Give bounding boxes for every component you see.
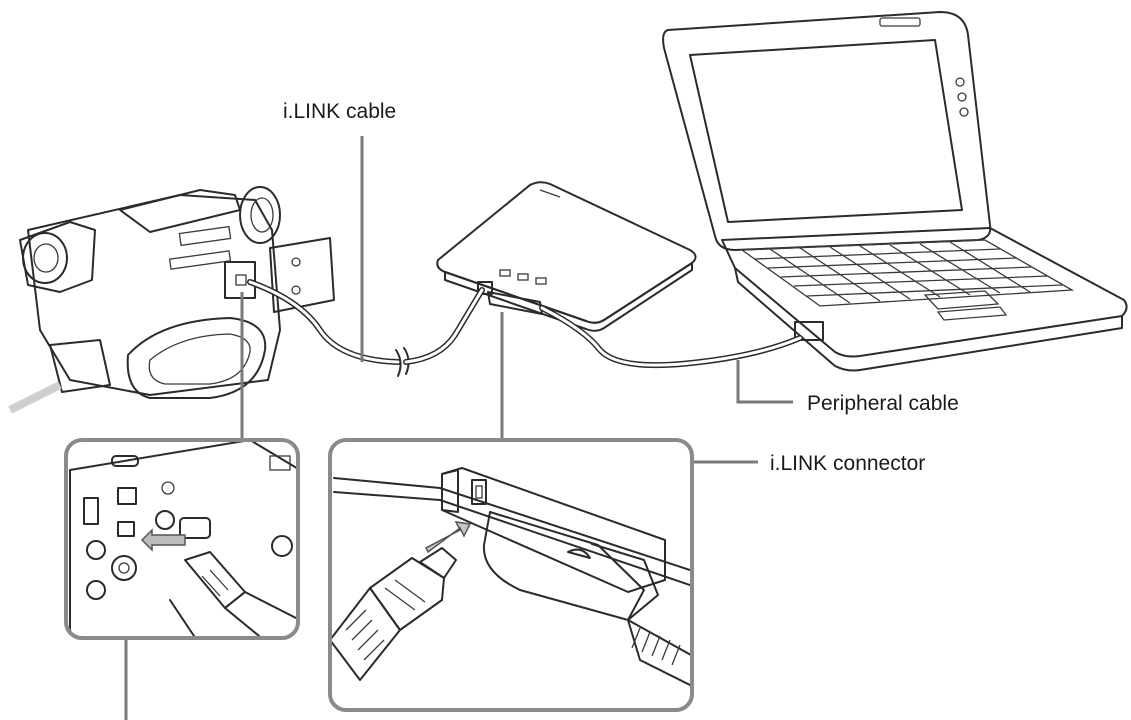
ilink-connector-label: i.LINK connector <box>770 452 925 475</box>
camcorder-port-inset <box>64 438 300 640</box>
laptop-icon <box>662 11 1128 372</box>
ilink-cable-line <box>247 279 485 377</box>
optical-drive-icon <box>436 181 697 332</box>
drive-port-inset <box>328 438 694 712</box>
ilink-cable-label: i.LINK cable <box>283 100 396 123</box>
peripheral-cable-line <box>539 305 803 369</box>
peripheral-cable-label: Peripheral cable <box>807 392 959 415</box>
peripheral-cable-leader <box>736 360 793 404</box>
camcorder-icon <box>8 186 335 414</box>
